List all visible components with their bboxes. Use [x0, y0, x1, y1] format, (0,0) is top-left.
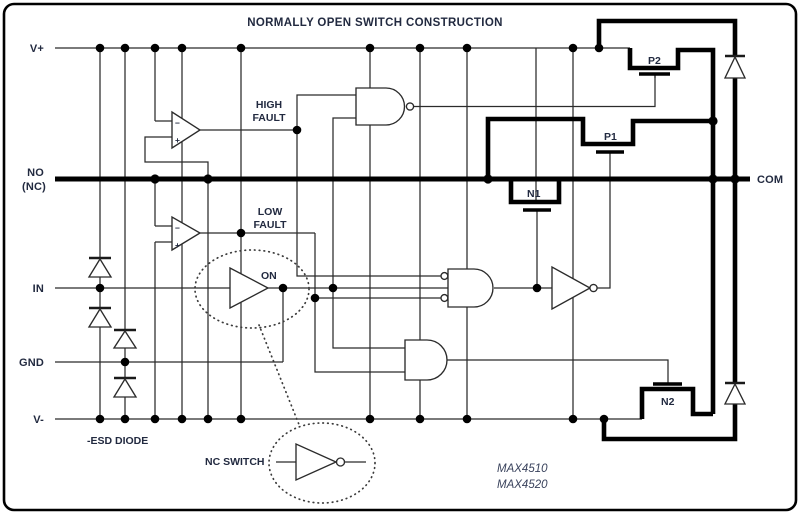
and-out-to-n2gate	[447, 359, 669, 384]
comp1-plus-sign: +	[175, 135, 180, 145]
esd-diode-gnd-bottom	[112, 377, 138, 398]
port-vplus: V+	[30, 43, 44, 55]
high-fault-label-2: FAULT	[252, 112, 286, 124]
port-nc: (NC)	[22, 181, 46, 193]
com-vplus-diode	[723, 55, 747, 79]
labels: NORMALLY OPEN SWITCH CONSTRUCTION V+ NO …	[19, 17, 783, 491]
port-in: IN	[33, 283, 44, 295]
nand-out-to-p2gate	[414, 74, 656, 108]
nand-gate	[355, 87, 406, 126]
comparator-low-fault	[171, 215, 202, 252]
comparator-high-fault	[171, 110, 202, 150]
nc-switch-callout-ellipse	[268, 422, 376, 504]
vplus-top-loop	[596, 18, 738, 56]
n2-transistor-body	[639, 386, 713, 419]
n1-transistor-body	[508, 179, 562, 205]
callout-connector	[258, 324, 301, 428]
nc-inverter-bubble	[335, 457, 346, 467]
part-number-2: MAX4520	[497, 479, 548, 491]
on-to-nand	[332, 117, 356, 288]
nc-inverter	[295, 442, 338, 482]
on-node	[328, 283, 338, 293]
inverter-out-to-p1gate	[597, 152, 611, 289]
symbols	[87, 54, 747, 482]
and3-gate	[447, 268, 494, 308]
n1-label: N1	[527, 188, 541, 200]
p1-transistor-body	[485, 116, 713, 179]
p2-label: P2	[648, 55, 661, 67]
vminus-com-diode	[723, 382, 747, 405]
high-fault-to-nand	[296, 94, 356, 130]
on-to-and	[332, 288, 405, 349]
comp1-minus-sign: −	[175, 118, 180, 128]
and3-input-bubble-bottom	[440, 293, 449, 303]
port-vminus: V-	[33, 414, 44, 426]
inverter-bubble	[589, 283, 598, 293]
n2-label: N2	[661, 396, 675, 408]
high-fault-label-1: HIGH	[256, 99, 282, 111]
p1-label: P1	[604, 131, 617, 143]
esd-diode-in-bottom	[87, 307, 113, 328]
vminus-bottom-loop	[601, 404, 738, 442]
on-buffer	[229, 266, 270, 310]
figure-title: NORMALLY OPEN SWITCH CONSTRUCTION	[247, 17, 503, 29]
callouts	[194, 249, 376, 504]
low-fault-node	[236, 228, 246, 238]
low-fault-to-and	[314, 233, 405, 373]
and-gate	[404, 339, 448, 381]
low-fault-label-1: LOW	[258, 206, 283, 218]
switch-drive-node	[532, 283, 542, 293]
comp2-plus-sign: +	[175, 240, 180, 250]
on-switch-callout-ellipse	[194, 249, 310, 329]
port-com: COM	[757, 174, 783, 186]
nc-switch-label: NC SWITCH	[205, 456, 265, 468]
part-number-1: MAX4510	[497, 463, 548, 475]
comp1-plus-route	[144, 136, 209, 179]
esd-diode-in-top	[87, 257, 113, 278]
and3-input-bubble-top	[440, 271, 449, 281]
thick-wires	[55, 18, 750, 442]
nand-output-bubble	[405, 102, 415, 111]
esd-diode-label: -ESD DIODE	[87, 435, 148, 447]
comp2-minus-sign: −	[175, 223, 180, 233]
low-fault-label-2: FAULT	[253, 219, 287, 231]
junction-dots	[95, 43, 740, 424]
esd-diode-gnd-top	[112, 329, 138, 349]
port-no: NO	[27, 167, 44, 179]
p2-transistor-body	[627, 47, 716, 414]
high-fault-node	[292, 125, 302, 135]
on-label: ON	[261, 270, 277, 282]
inverter	[551, 265, 592, 311]
port-gnd: GND	[19, 357, 44, 369]
